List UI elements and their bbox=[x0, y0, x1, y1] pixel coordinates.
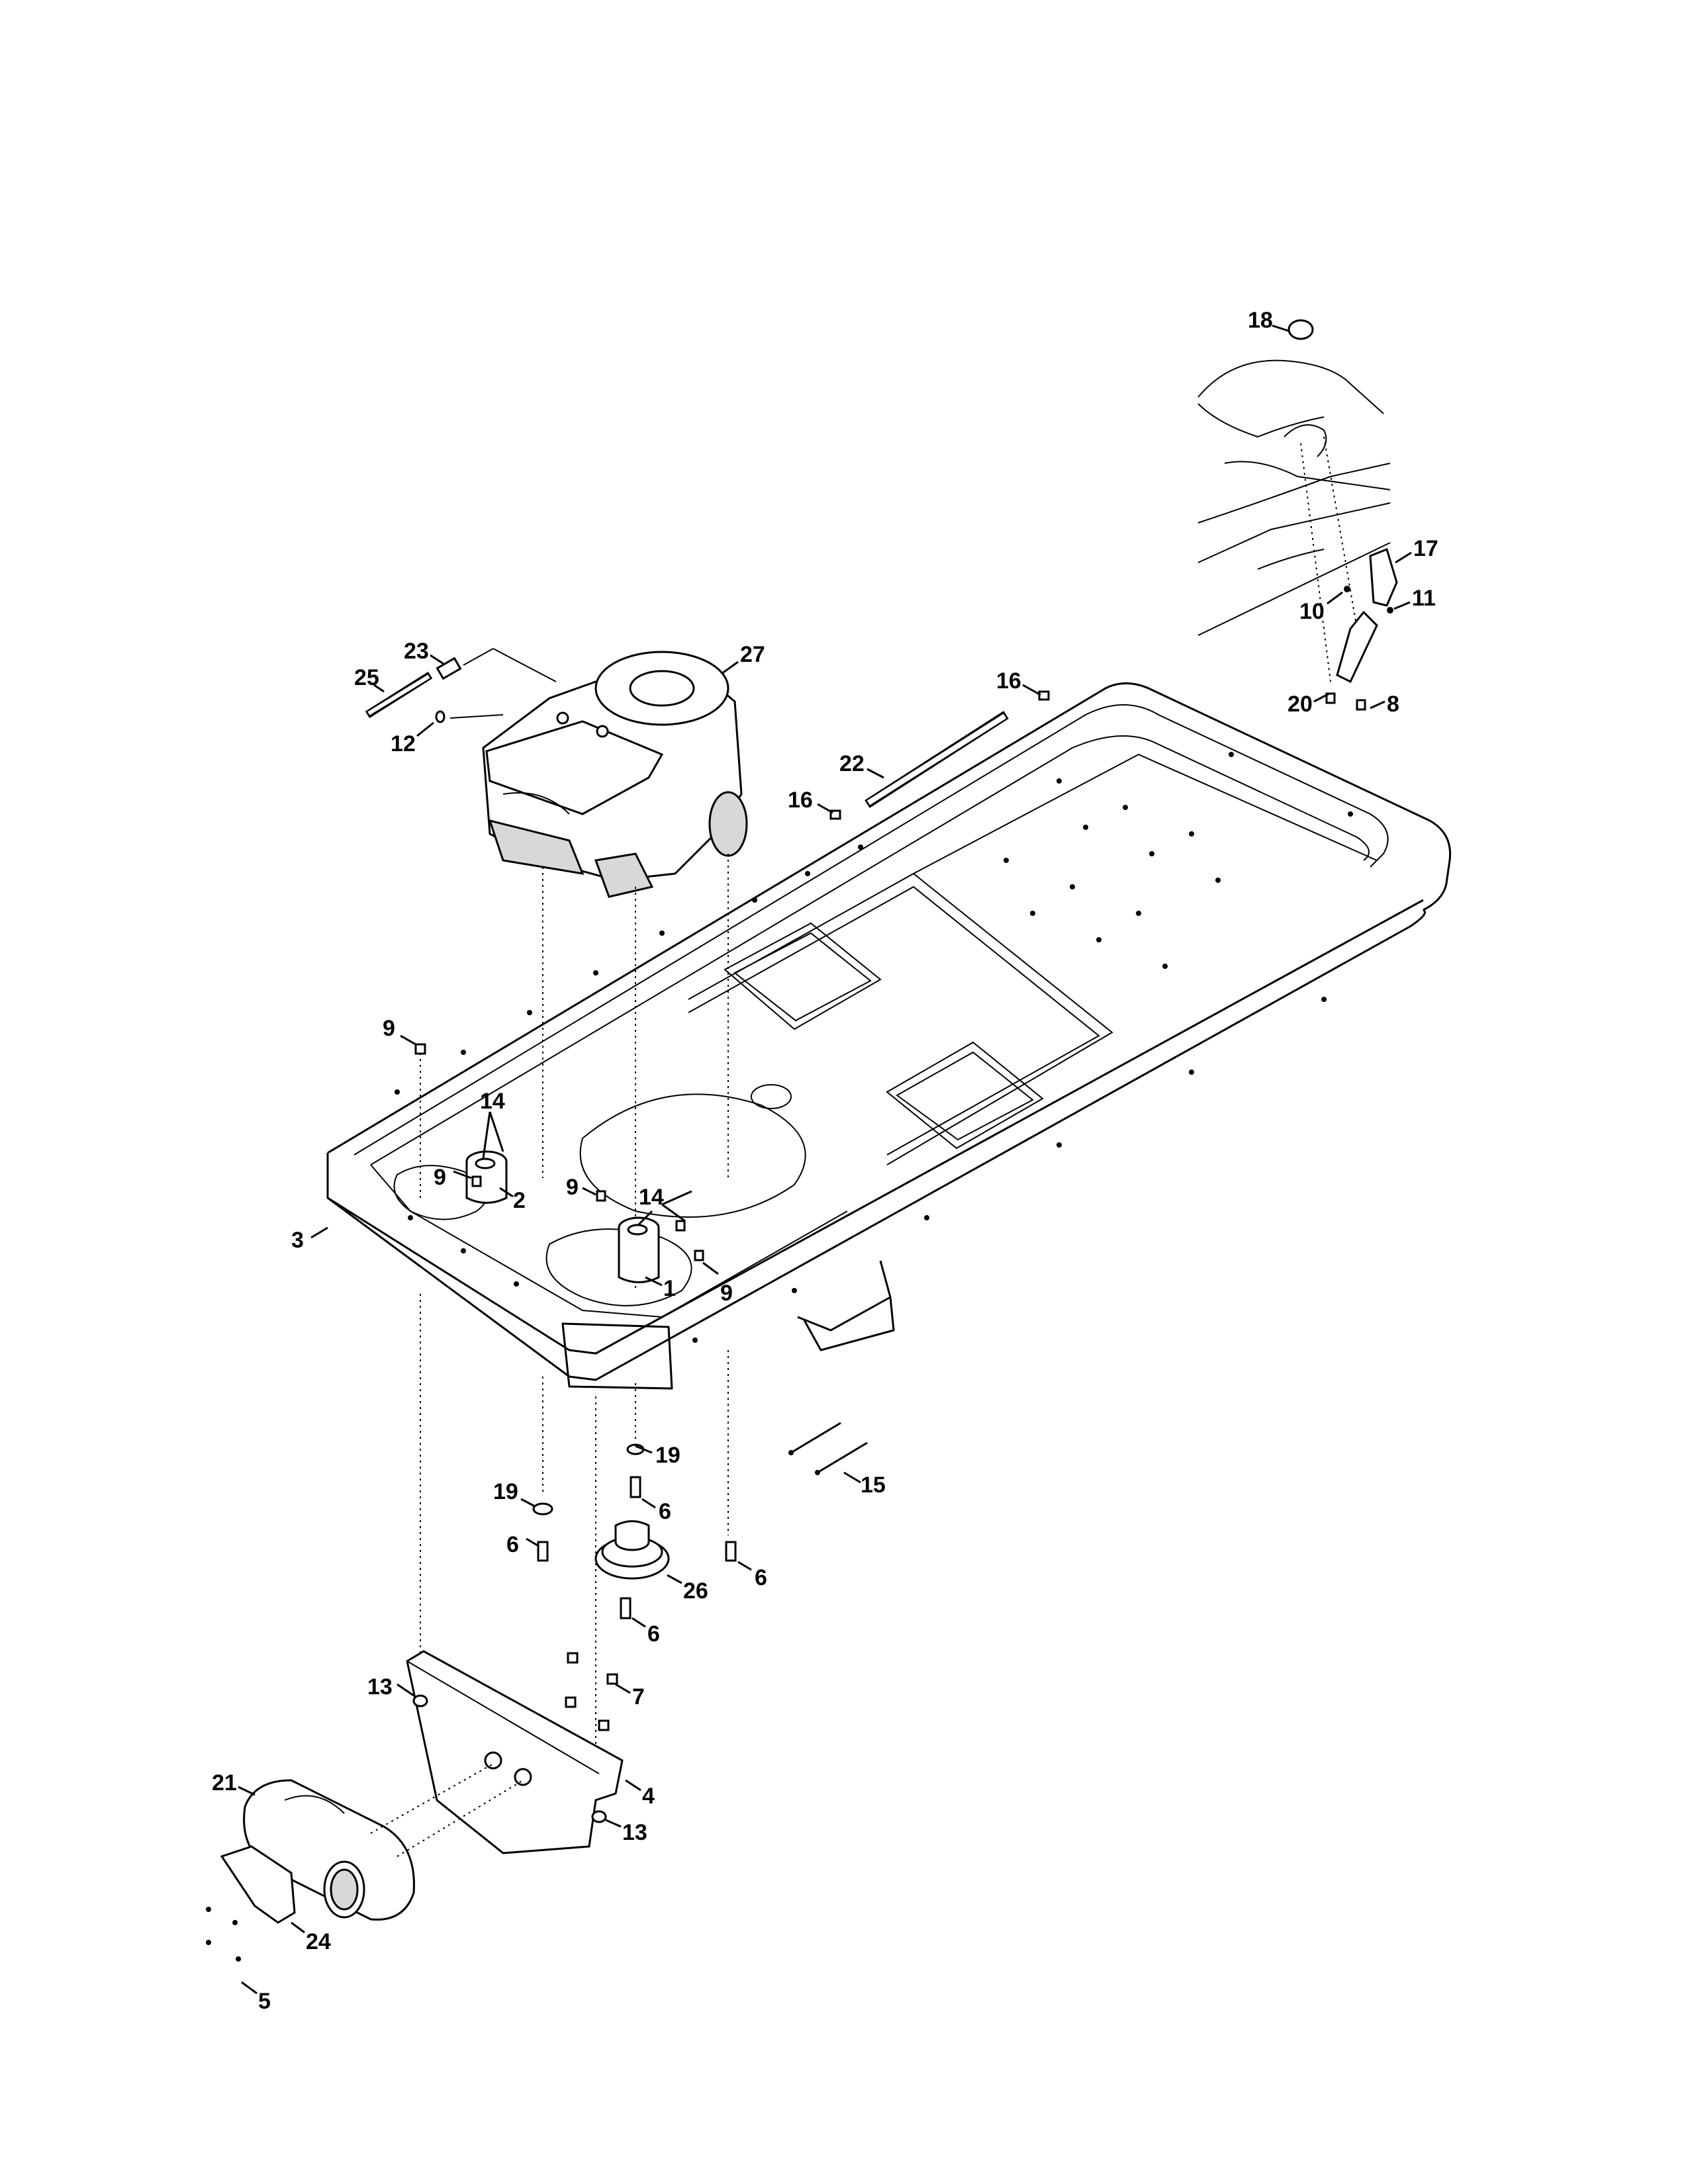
callout-22: 22 bbox=[839, 751, 865, 776]
callouts: 1 2 3 4 5 6 6 6 6 7 8 9 9 bbox=[212, 308, 1438, 2014]
callout-20: 20 bbox=[1288, 692, 1313, 717]
callout-7: 7 bbox=[632, 1684, 645, 1709]
lever-assembly bbox=[1197, 319, 1398, 711]
callout-8: 8 bbox=[1387, 692, 1399, 717]
callout-24: 24 bbox=[306, 1929, 331, 1954]
frame bbox=[326, 682, 1452, 1390]
callout-18: 18 bbox=[1248, 308, 1273, 333]
callout-23: 23 bbox=[404, 639, 429, 664]
dipstick-tube bbox=[365, 648, 557, 723]
callout-21: 21 bbox=[212, 1770, 237, 1796]
callout-19: 19 bbox=[493, 1479, 518, 1504]
engine bbox=[482, 651, 748, 898]
callout-19: 19 bbox=[655, 1443, 680, 1468]
callout-3: 3 bbox=[291, 1228, 304, 1253]
callout-2: 2 bbox=[513, 1188, 526, 1213]
callout-6: 6 bbox=[755, 1565, 767, 1590]
muffler-bracket bbox=[406, 1650, 624, 1854]
callout-16: 16 bbox=[996, 668, 1021, 694]
rod bbox=[829, 690, 1050, 820]
muffler bbox=[206, 1763, 524, 1962]
callout-27: 27 bbox=[740, 642, 765, 667]
callout-14: 14 bbox=[480, 1089, 505, 1114]
callout-25: 25 bbox=[354, 665, 379, 690]
cotter-pins bbox=[788, 1422, 868, 1475]
bolts-below bbox=[532, 1443, 737, 1619]
callout-10: 10 bbox=[1299, 599, 1325, 624]
callout-4: 4 bbox=[642, 1784, 655, 1809]
shaft-mounts bbox=[414, 1043, 704, 1283]
callout-12: 12 bbox=[391, 731, 416, 756]
callout-6: 6 bbox=[506, 1532, 519, 1557]
callout-13: 13 bbox=[367, 1674, 393, 1700]
callout-16: 16 bbox=[788, 788, 813, 813]
pulley bbox=[594, 1520, 670, 1580]
callout-14: 14 bbox=[639, 1185, 664, 1210]
callout-15: 15 bbox=[861, 1473, 886, 1498]
callout-26: 26 bbox=[683, 1578, 708, 1604]
callout-13: 13 bbox=[622, 1820, 647, 1845]
callout-1: 1 bbox=[663, 1276, 676, 1301]
callout-17: 17 bbox=[1413, 536, 1438, 561]
callout-11: 11 bbox=[1412, 586, 1436, 611]
callout-5: 5 bbox=[258, 1989, 271, 2014]
callout-9: 9 bbox=[383, 1016, 395, 1041]
callout-9: 9 bbox=[434, 1165, 446, 1190]
callout-9: 9 bbox=[720, 1281, 733, 1306]
callout-6: 6 bbox=[647, 1621, 660, 1647]
callout-9: 9 bbox=[566, 1175, 579, 1200]
callout-6: 6 bbox=[659, 1499, 671, 1524]
